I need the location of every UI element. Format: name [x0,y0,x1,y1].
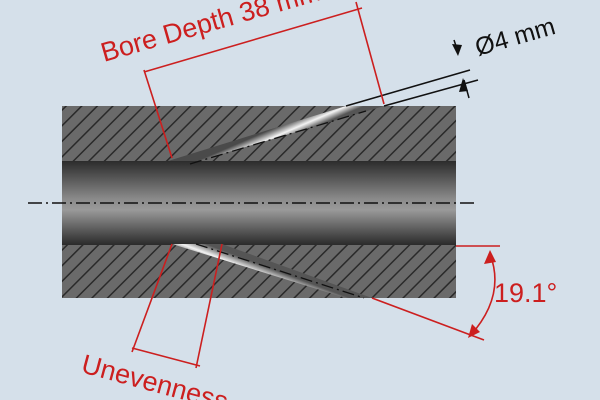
unevenness-label: Unevenness [78,349,231,400]
angle-label: 19.1° [494,278,557,308]
diameter-arrow-lower [459,78,468,92]
hole-centerline-lower [195,243,365,299]
bore-depth-dimension [143,1,385,159]
diameter-label: Ø4 mm [472,12,558,62]
bore-depth-label: Bore Depth 38 mm [97,0,323,68]
angle-arrow-lower [468,324,480,338]
angled-drill-hole-upper [168,106,384,161]
angle-arrow-upper [484,250,496,264]
unevenness-dimension [131,243,223,369]
diameter-arrow-upper [452,44,462,56]
hole-centerline-upper [189,110,367,165]
